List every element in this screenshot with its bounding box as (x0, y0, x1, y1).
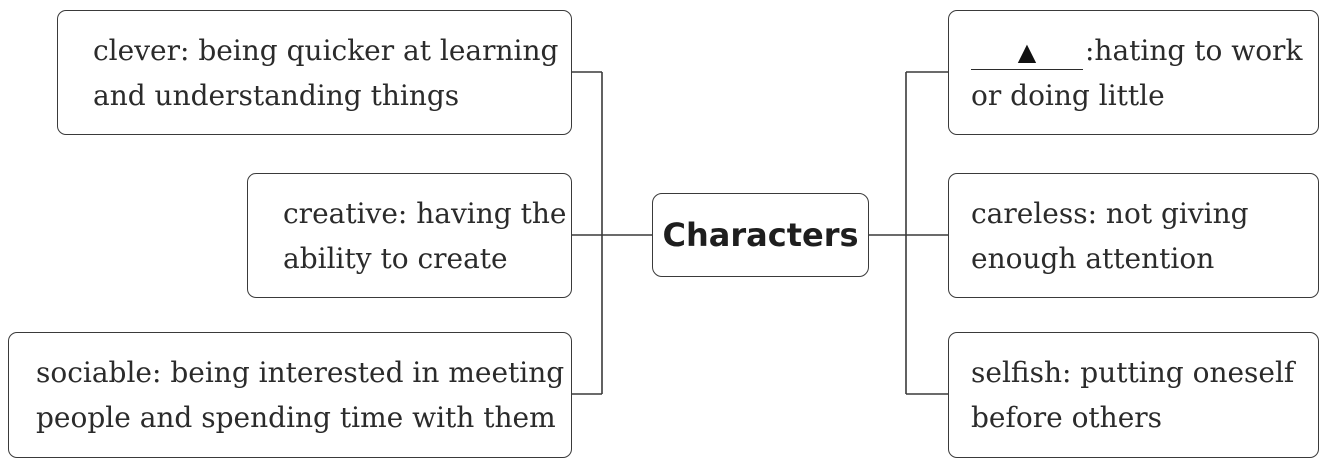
selfish-line-1: selfish: putting oneself (971, 356, 1295, 389)
blank-trait-box: ▲ :hating to work or doing little (948, 10, 1319, 135)
blank-trait-definition-1: :hating to work (1085, 33, 1303, 67)
careless-line-1: careless: not giving (971, 196, 1249, 230)
blank-trait-line-2: or doing little (971, 78, 1165, 112)
clever-line-2: and understanding things (93, 78, 460, 112)
clever-box: clever: being quicker at learning and un… (57, 10, 572, 135)
center-label: Characters (662, 216, 859, 254)
answer-blank: ▲ (971, 34, 1083, 70)
selfish-box: selfish: putting oneself before others (948, 332, 1319, 458)
careless-box: careless: not giving enough attention (948, 173, 1319, 298)
careless-line-2: enough attention (971, 241, 1215, 275)
blank-trait-line-1: ▲ :hating to work (971, 28, 1318, 73)
creative-line-2: ability to create (283, 241, 508, 275)
selfish-line-2: before others (971, 401, 1163, 434)
creative-line-1: creative: having the (283, 196, 567, 230)
sociable-box: sociable: being interested in meeting pe… (8, 332, 572, 458)
center-node: Characters (652, 193, 869, 277)
creative-box: creative: having the ability to create (247, 173, 572, 298)
sociable-line-1: sociable: being interested in meeting (36, 356, 565, 389)
sociable-line-2: people and spending time with them (36, 401, 556, 434)
triangle-marker-icon: ▲ (1017, 37, 1037, 66)
clever-line-1: clever: being quicker at learning (93, 33, 559, 67)
